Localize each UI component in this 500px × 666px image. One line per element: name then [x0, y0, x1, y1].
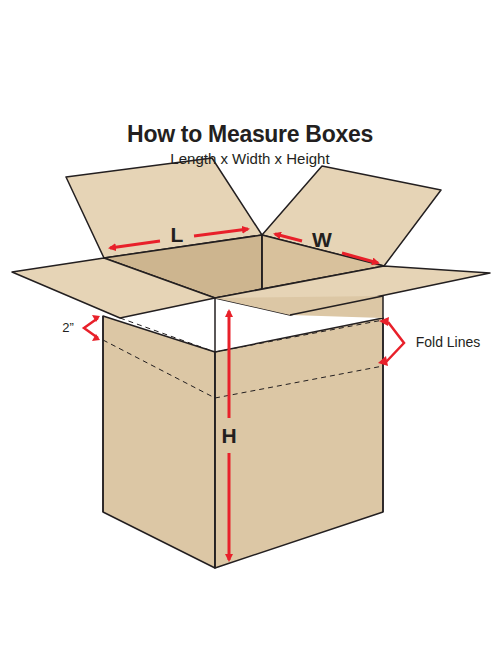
fold-line [103, 340, 215, 398]
fold-line [120, 318, 215, 352]
fold-line [215, 320, 383, 352]
subtitle: Length x Width x Height [170, 151, 329, 168]
width-arrow [275, 234, 302, 241]
callout-label: Fold Lines [416, 335, 481, 350]
front-corner [214, 298, 216, 568]
length-arrow [110, 241, 160, 248]
flap-gap [215, 296, 383, 318]
front-right-face [215, 318, 383, 568]
dimension-label: 2” [62, 321, 74, 335]
left-flap [12, 258, 215, 318]
dimension-letter: L [171, 223, 184, 246]
left-edge [102, 316, 104, 512]
height-arrow [228, 311, 231, 418]
right-edge [382, 296, 384, 512]
fold-bracket [386, 322, 404, 362]
bracket-head [92, 334, 100, 341]
bracket-head [378, 356, 388, 366]
fold-line [215, 366, 383, 398]
inner-corner [261, 235, 263, 292]
bracket-head [92, 315, 100, 322]
width-arrow [342, 253, 378, 263]
height-arrow [228, 453, 231, 560]
title: How to Measure Boxes [127, 122, 373, 147]
length-arrow [194, 229, 248, 236]
flap-edge [290, 296, 383, 315]
dimension-letter: W [312, 228, 332, 251]
front-left-face [103, 316, 215, 568]
dimension-letter: H [221, 424, 236, 447]
bracket-head [379, 317, 389, 326]
